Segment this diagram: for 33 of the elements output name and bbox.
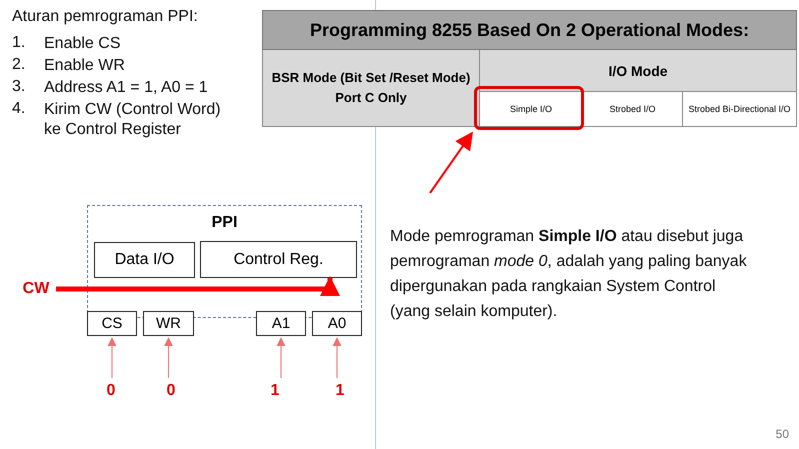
table-header-cell: I/O Mode [480, 50, 797, 92]
table-title-cell: Programming 8255 Based On 2 Operational Modes: [262, 10, 797, 50]
arrow [276, 337, 286, 378]
list-item: Address A1 = 1, A0 = 1 [44, 78, 209, 98]
arrow [164, 337, 173, 378]
list-item: Kirim CW (Control Word) ke Control Register [44, 100, 222, 140]
table-cell: Strobed Bi-Directional I/O [683, 92, 797, 127]
description-paragraph: Mode pemrograman Simple I/O atau disebut juga pemrograman mode 0, adalah yang paling banyak dipergunakan pada rangkaian System Control (yang selain komputer). [390, 227, 748, 322]
arrow [429, 132, 474, 194]
list-number: 2. [12, 56, 26, 74]
logic-value: 0 [162, 380, 180, 402]
list-number: 3. [12, 78, 26, 96]
list-item: Enable CS [44, 34, 122, 54]
list-number: 1. [12, 34, 26, 52]
pin-box: A1 [256, 311, 306, 336]
arrow [332, 337, 342, 378]
arrow [108, 337, 116, 378]
list-number: 4. [12, 100, 26, 118]
logic-value: 1 [266, 380, 284, 402]
table-header-cell: BSR Mode (Bit Set /Reset Mode) Port C Only [262, 50, 480, 127]
block-box: Control Reg. [200, 241, 357, 278]
logic-value: 1 [331, 380, 349, 402]
pin-box: WR [143, 311, 194, 336]
logic-value: 0 [102, 380, 120, 402]
page-number: 50 [776, 427, 789, 441]
list-item: Enable WR [44, 56, 126, 76]
heading: Aturan pemrograman PPI: [12, 8, 198, 26]
block-box: Data I/O [94, 242, 195, 278]
table-cell: Strobed I/O [583, 92, 683, 127]
signal-label: CW [18, 277, 54, 301]
pin-box: CS [87, 311, 137, 336]
pin-box: A0 [312, 311, 362, 336]
arrow [56, 276, 340, 296]
